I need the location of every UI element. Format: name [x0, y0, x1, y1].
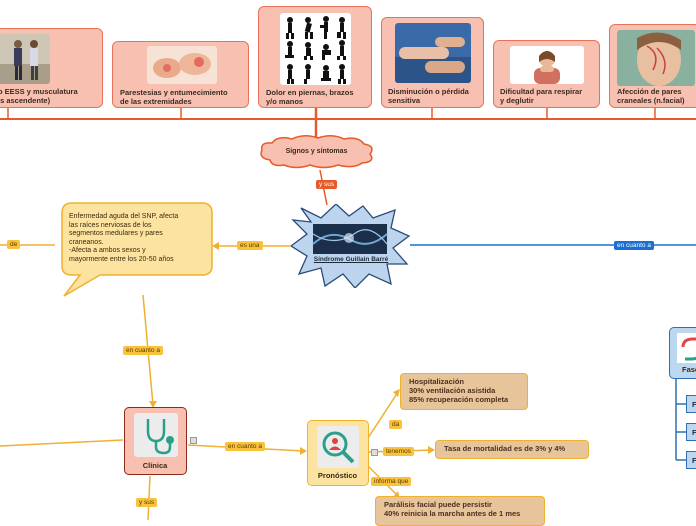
face-nerve-image [617, 30, 695, 86]
cloud-label: Signos y síntomas [285, 148, 348, 155]
hands-tingling-icon [147, 46, 217, 84]
definition-text: Enfermedad aguda del SNP, afecta las raí… [69, 213, 179, 263]
symptom-breathing[interactable]: Dificultad para respirar y deglutir [493, 40, 600, 108]
clinica-image [134, 413, 178, 457]
clinica-label: Clínica [142, 461, 168, 470]
hands-image [147, 46, 217, 84]
people-illustration-icon [0, 34, 50, 84]
pronostico-node[interactable]: Pronóstico [307, 420, 369, 486]
link-label-tenemos: tenemos [383, 447, 414, 456]
fases-label: Fase [682, 365, 696, 374]
clinica-notes-icon[interactable] [190, 437, 197, 444]
fact-mortality[interactable]: Tasa de mortalidad es de 3% y 4% [435, 440, 589, 459]
fase-item[interactable]: Fa [686, 395, 696, 413]
link-label-en-cuanto-a: en cuanto a [614, 241, 654, 250]
pronostico-image [317, 426, 359, 468]
signs-symptoms-cloud[interactable] [256, 134, 377, 170]
symptom-paresthesia[interactable]: Parestesias y entumecimiento de las extr… [112, 41, 249, 108]
fases-image [677, 333, 696, 363]
fact-paralysis[interactable]: Parálisis facial puede persistir 40% rei… [375, 496, 545, 526]
fase-item[interactable]: Fa [686, 423, 696, 441]
symptom-label: Afección de pares craneales (n.facial) [617, 87, 685, 105]
link-label-y-sus: y sus [316, 180, 338, 189]
link-label-y-sus: y sus [136, 498, 158, 507]
pain-poses-image [280, 13, 351, 85]
breathing-image [510, 46, 584, 84]
symptom-label: Parestesias y entumecimiento de las extr… [120, 88, 228, 106]
symptom-sensory-loss[interactable]: Disminución o pérdida sensitiva [381, 17, 484, 108]
cycle-arrows-icon [681, 337, 696, 361]
symptom-label: o EESS y musculatura is ascendente) [0, 87, 78, 105]
link-label-es-una: es una [237, 241, 263, 250]
magnifier-person-icon [322, 431, 355, 464]
symptom-pain[interactable]: Dolor en piernas, brazos y/o manos [258, 6, 372, 108]
definition-bubble[interactable] [60, 202, 216, 298]
pain-figures-icon [285, 16, 346, 84]
person-throat-icon [510, 46, 584, 84]
link-label-en-cuanto-a: en cuanto a [225, 442, 265, 451]
pronostico-notes-icon[interactable] [371, 449, 378, 456]
arm-exam-icon [395, 23, 471, 83]
symptom-label: Dificultad para respirar y deglutir [500, 87, 583, 105]
sensory-test-image [395, 23, 471, 83]
pronostico-label: Pronóstico [317, 471, 358, 480]
link-label-de: de [7, 240, 21, 249]
symptom-label: Dolor en piernas, brazos y/o manos [266, 88, 354, 106]
central-label: Síndrome Guillain Barré [313, 256, 389, 263]
fact-hospitalization[interactable]: Hospitalización 30% ventilación asistida… [400, 373, 528, 410]
fase-item[interactable]: Fa [686, 451, 696, 469]
facial-nerve-icon [617, 30, 695, 86]
link-label-informa-que: informa que [371, 477, 412, 486]
link-label-en-cuanto-a: en cuanto a [123, 346, 163, 355]
stethoscope-icon [146, 419, 174, 455]
symptom-weakness[interactable]: o EESS y musculatura is ascendente) [0, 28, 103, 108]
walking-aid-image [0, 34, 50, 84]
symptom-cranial-nerves[interactable]: Afección de pares craneales (n.facial) [609, 24, 696, 108]
fases-node[interactable]: Fase [669, 327, 696, 379]
link-label-da: da [389, 420, 403, 429]
symptom-label: Disminución o pérdida sensitiva [388, 87, 469, 105]
clinica-node[interactable]: Clínica [124, 407, 187, 475]
central-node[interactable] [291, 204, 411, 288]
